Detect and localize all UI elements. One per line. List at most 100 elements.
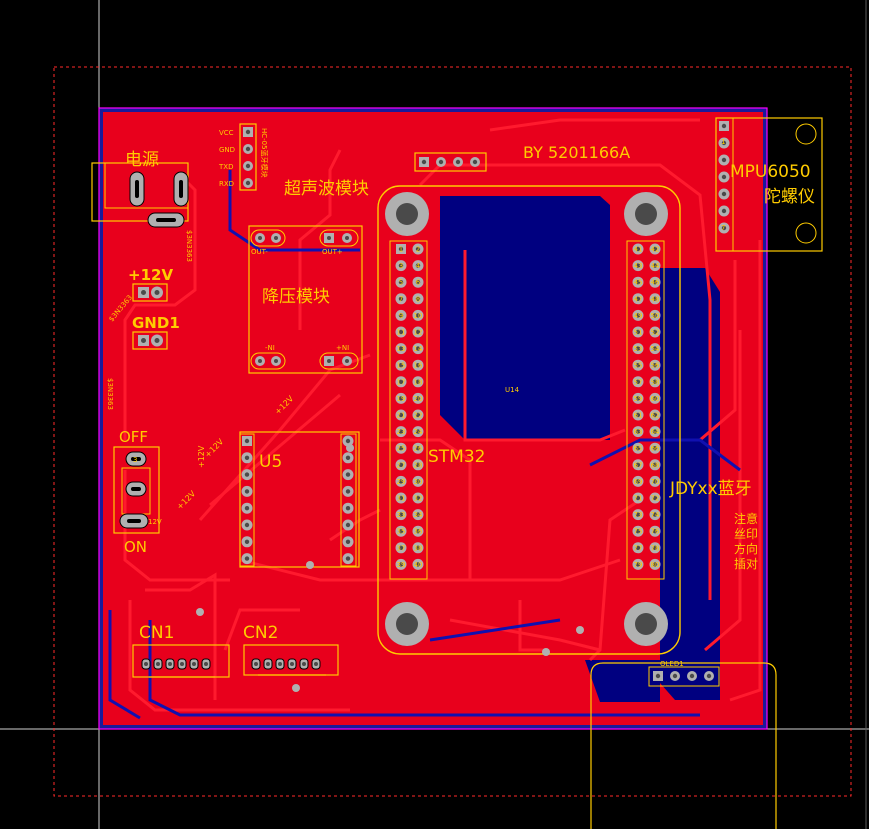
stm32-pin-label-67: 67 [634, 461, 643, 469]
gnd1-label: GND1 [132, 314, 180, 332]
stm32-pin-label-69: 69 [634, 478, 643, 486]
u5-right-pin-2-drill [345, 455, 351, 460]
oled-label: OLED1 [660, 660, 684, 668]
u5-left-pins [241, 436, 253, 565]
stm32-pin-78-drill [652, 545, 658, 550]
traces-top [123, 118, 762, 712]
stm32-pin-65-drill [635, 446, 641, 451]
mpu6050-module[interactable] [715, 117, 823, 252]
cn2-pin-4-drill [290, 662, 294, 666]
stm32-pin-label-34: 34 [414, 511, 423, 519]
stm32-pin-67-drill [635, 462, 641, 467]
u5-module[interactable] [239, 431, 360, 568]
stm32-pin-label-42: 42 [651, 246, 660, 254]
stm32-pin-label-27: 27 [397, 461, 406, 469]
stm32-pin-label-47: 47 [634, 295, 643, 303]
stm32-label: STM32 [428, 447, 485, 467]
u5-left-pin-1-drill [244, 438, 250, 444]
stm32-pin-5-drill [398, 280, 404, 285]
stm32-pin-74-drill [652, 512, 658, 517]
stm32-pin-label-2: 2 [416, 246, 420, 254]
stm32-pin-40-drill [415, 562, 421, 567]
stm32-pin-35-drill [398, 529, 404, 534]
stm32-pin-16-drill [415, 363, 421, 368]
stm32-pin-10-drill [415, 313, 421, 318]
u5-left-pin-8-drill [244, 556, 250, 561]
stm32-pin-38-drill [415, 545, 421, 550]
cn1-pin-6-drill [204, 662, 208, 666]
cn2-pins [251, 658, 321, 670]
cn1-label: CN1 [139, 623, 174, 643]
stm32-pin-label-73: 73 [634, 511, 643, 519]
v12-header[interactable] [132, 283, 168, 302]
stm32-pin-label-72: 72 [651, 495, 660, 503]
stm32-pin-label-15: 15 [397, 362, 406, 370]
cn1-pins [141, 658, 211, 670]
stm32-pin-label-19: 19 [397, 395, 406, 403]
stm32-pin-label-37: 37 [397, 544, 406, 552]
stm32-pin-label-31: 31 [397, 495, 406, 503]
stm32-pin-68-drill [652, 462, 658, 467]
stm32-pin-8-drill [415, 296, 421, 301]
stm32-pin-28-drill [415, 462, 421, 467]
buck-label: 降压模块 [262, 287, 330, 307]
power-jack[interactable] [91, 162, 189, 228]
u5-right-pin-3-drill [345, 472, 351, 477]
oled-module[interactable] [590, 662, 777, 829]
stm32-pin-76-drill [652, 529, 658, 534]
cn2-pin-3-drill [278, 662, 282, 666]
stm32-pin-label-70: 70 [651, 478, 660, 486]
vias [196, 444, 584, 692]
switch-off-label: OFF [119, 428, 148, 446]
switch-pin-label: 3 [133, 456, 137, 464]
stm32-pin-29-drill [398, 479, 404, 484]
ultrasonic-header[interactable] [414, 152, 487, 172]
stm32-pin-label-77: 77 [634, 544, 643, 552]
stm32-pin-label-17: 17 [397, 378, 406, 386]
stm32-pin-43-drill [635, 263, 641, 268]
u5-left-pin-2-drill [244, 455, 250, 460]
stm32-pin-44-drill [652, 263, 658, 268]
cn2-connector[interactable] [243, 644, 339, 676]
hc05-pin-txd: TXD [218, 163, 233, 171]
stm32-pin-label-66: 66 [651, 445, 660, 453]
stm32-pin-77-drill [635, 545, 641, 550]
cn1-connector[interactable] [132, 644, 230, 678]
stm32-pin-61-drill [635, 412, 641, 418]
stm32-pin-58-drill [652, 379, 658, 384]
stm32-pin-label-6: 6 [416, 279, 421, 287]
stm32-pin-14-drill [415, 346, 421, 351]
stm32-pin-label-28: 28 [414, 461, 423, 469]
stm32-pin-30-drill [415, 479, 421, 484]
stm32-pin-45-drill [635, 280, 641, 285]
hc05-header[interactable] [239, 123, 257, 191]
u5-right-pin-8-drill [345, 556, 351, 561]
stm32-pin-49-drill [635, 313, 641, 318]
buck-module[interactable] [248, 225, 363, 374]
hc05-pin-rxd: RXD [219, 180, 234, 188]
power-switch[interactable] [113, 446, 160, 534]
u5-right-pins [342, 435, 354, 565]
stm32-pin-label-18: 18 [414, 378, 423, 386]
stm32-pin-60-drill [652, 396, 658, 401]
stm32-pin-73-drill [635, 512, 641, 517]
cn2-pin-1-drill [254, 662, 258, 666]
u5-left-pin-7-drill [244, 539, 250, 544]
stm32-pin-label-61: 61 [634, 412, 643, 420]
stm32-pin-42-drill [652, 246, 658, 252]
stm32-pin-label-74: 74 [651, 511, 660, 519]
stm32-pin-label-50: 50 [651, 312, 660, 320]
stm32-pin-56-drill [652, 363, 658, 368]
gnd1-header[interactable] [132, 331, 168, 350]
stm32-pin-label-43: 43 [634, 262, 643, 270]
stm32-pin-27-drill [398, 462, 404, 467]
stm32-pin-label-68: 68 [651, 461, 660, 469]
stm32-pin-32-drill [415, 495, 421, 501]
stm32-pin-label-51: 51 [634, 329, 643, 337]
cn1-pin-1-drill [144, 662, 148, 666]
cn1-pin-5-drill [192, 662, 196, 666]
stm32-pin-53-drill [635, 346, 641, 351]
